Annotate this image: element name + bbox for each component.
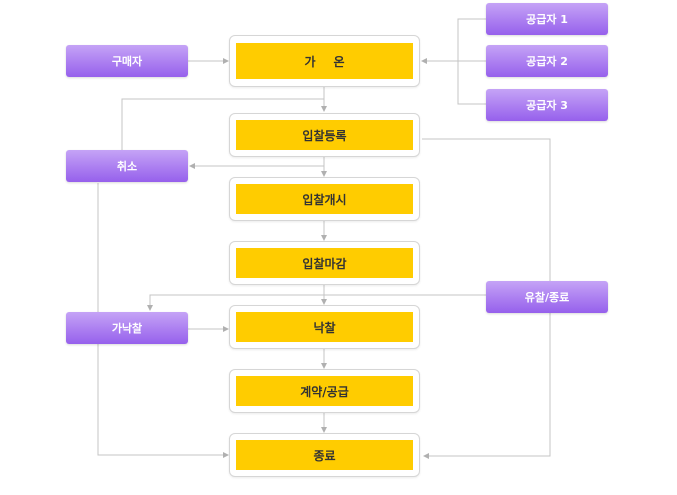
node-provisional-award: 가낙찰 xyxy=(66,312,188,344)
step-award: 낙찰 xyxy=(229,305,420,349)
step-gaon: 가온 xyxy=(229,35,420,87)
actor-supplier-2: 공급자 2 xyxy=(486,45,608,77)
step-award-label: 낙찰 xyxy=(236,312,413,342)
step-bid-register-label: 입찰등록 xyxy=(236,120,413,150)
actor-supplier-1: 공급자 1 xyxy=(486,3,608,35)
step-contract-supply: 계약/공급 xyxy=(229,369,420,413)
node-failed-end: 유찰/종료 xyxy=(486,281,608,313)
step-end-label: 종료 xyxy=(236,440,413,470)
actor-supplier-3: 공급자 3 xyxy=(486,89,608,121)
step-gaon-label: 가온 xyxy=(236,43,413,79)
step-bid-open: 입찰개시 xyxy=(229,177,420,221)
step-bid-close-label: 입찰마감 xyxy=(236,248,413,278)
step-contract-supply-label: 계약/공급 xyxy=(236,376,413,406)
step-bid-open-label: 입찰개시 xyxy=(236,184,413,214)
step-bid-close: 입찰마감 xyxy=(229,241,420,285)
step-bid-register: 입찰등록 xyxy=(229,113,420,157)
actor-buyer: 구매자 xyxy=(66,45,188,77)
step-end: 종료 xyxy=(229,433,420,477)
node-cancel: 취소 xyxy=(66,150,188,182)
